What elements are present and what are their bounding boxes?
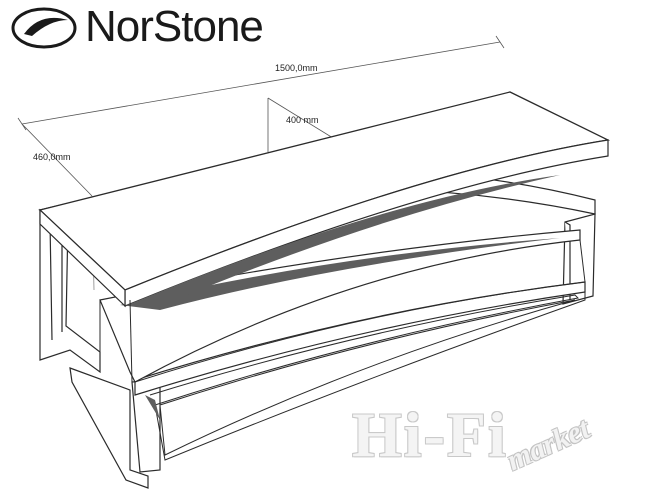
height-dimension-label: 400 mm — [286, 115, 319, 125]
bottom-shelf — [134, 281, 586, 461]
brand-name: NorStone — [85, 2, 264, 51]
depth-dimension-label: 460,0mm — [33, 152, 71, 162]
front-frame-edges — [99, 239, 586, 383]
length-dimension-label: 1500,0mm — [275, 63, 318, 73]
depth-dimension-line — [21, 123, 93, 197]
length-dimension-line — [21, 41, 501, 125]
top-shelf — [38, 91, 611, 308]
norstone-logo-icon — [11, 7, 77, 49]
watermark-main: Hi-Fi — [352, 399, 508, 470]
